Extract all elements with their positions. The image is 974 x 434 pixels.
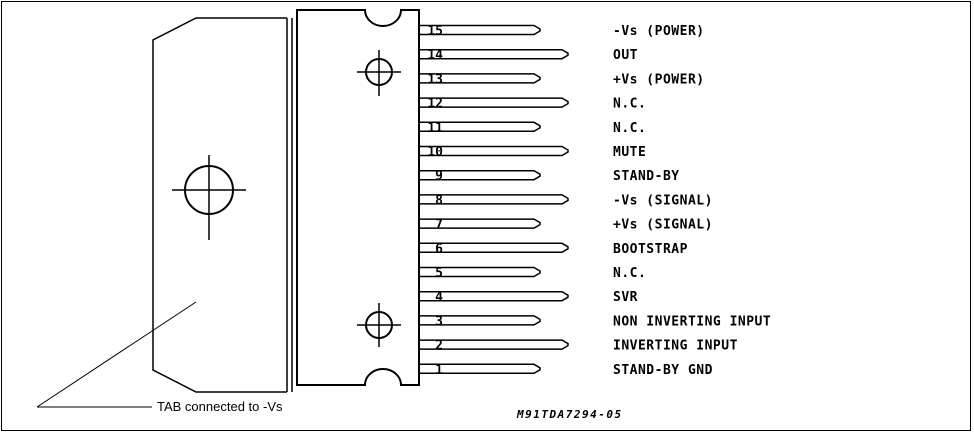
pin-lead <box>419 145 569 157</box>
drawing-code: M91TDA7294-05 <box>516 408 623 421</box>
pin-lead <box>419 48 569 60</box>
pin-lead <box>419 169 541 181</box>
pin-lead <box>419 73 541 84</box>
pin-number: 15 <box>427 24 443 39</box>
pin-14: 14 OUT <box>419 48 638 63</box>
pin-label: +Vs (POWER) <box>613 72 705 87</box>
pin-lead <box>419 363 541 375</box>
pin-label: STAND-BY GND <box>613 363 713 378</box>
pin-label: N.C. <box>613 97 646 112</box>
pin-lead <box>419 24 541 36</box>
tab-mounting-hole-icon <box>172 155 246 240</box>
pin-number: 10 <box>427 145 443 160</box>
pin-lead <box>419 97 569 108</box>
pin-lead <box>419 266 541 278</box>
pin-lead <box>419 121 541 133</box>
pin-label: +Vs (SIGNAL) <box>613 218 713 233</box>
pin-label: SVR <box>613 290 638 305</box>
tab-callout-leader <box>36 301 197 408</box>
pin-lead <box>419 242 569 254</box>
pin-label: STAND-BY <box>613 169 680 184</box>
pin-number: 14 <box>427 48 443 63</box>
pin-8: 8 -Vs (SIGNAL) <box>419 193 713 208</box>
pin-label: BOOTSTRAP <box>613 242 688 257</box>
package-body <box>296 9 420 386</box>
pin-number: 4 <box>435 290 443 305</box>
pin-1: 1 STAND-BY GND <box>419 363 713 378</box>
pin-label: MUTE <box>613 145 646 160</box>
pin-label: N.C. <box>613 266 646 281</box>
pin-label: -Vs (POWER) <box>613 24 705 39</box>
pin-13: 13 +Vs (POWER) <box>419 72 705 87</box>
pin-number: 9 <box>435 169 443 184</box>
pin-number: 7 <box>435 218 443 233</box>
pin-number: 1 <box>435 363 443 378</box>
body-upper-hole-icon <box>357 50 401 96</box>
pin-4: 4 SVR <box>419 290 638 305</box>
pin-lead <box>419 194 569 205</box>
pin-number: 12 <box>427 97 443 112</box>
pin-10: 10 MUTE <box>419 145 646 160</box>
pin-lead <box>419 218 541 229</box>
pin-label: -Vs (SIGNAL) <box>613 193 713 208</box>
pin-number: 3 <box>435 314 443 329</box>
pin-number: 5 <box>435 266 443 281</box>
pin-number: 13 <box>427 72 443 87</box>
pin-label: N.C. <box>613 121 646 136</box>
pin-lead <box>419 339 569 350</box>
pin-lead <box>419 290 569 302</box>
tab-callout-label: TAB connected to -Vs <box>157 399 283 414</box>
heatsink-tab <box>152 17 287 393</box>
pin-5: 5 N.C. <box>419 266 646 281</box>
pin-label: NON INVERTING INPUT <box>613 314 771 329</box>
pin-15: 15 -Vs (POWER) <box>419 24 705 39</box>
pin-number: 2 <box>435 339 443 354</box>
pin-number: 11 <box>427 121 443 136</box>
pin-11: 11 N.C. <box>419 121 646 136</box>
pin-12: 12 N.C. <box>419 97 646 112</box>
pin-lead <box>419 315 541 326</box>
pin-label: INVERTING INPUT <box>613 339 738 354</box>
pin-9: 9 STAND-BY <box>419 169 680 184</box>
pin-6: 6 BOOTSTRAP <box>419 242 688 257</box>
pin-2: 2 INVERTING INPUT <box>419 339 738 354</box>
pin-number: 6 <box>435 242 443 257</box>
pin-7: 7 +Vs (SIGNAL) <box>419 218 713 233</box>
pin-number: 8 <box>435 193 443 208</box>
body-lower-hole-icon <box>357 303 401 347</box>
pin-label: OUT <box>613 48 638 63</box>
pin-3: 3 NON INVERTING INPUT <box>419 314 771 329</box>
